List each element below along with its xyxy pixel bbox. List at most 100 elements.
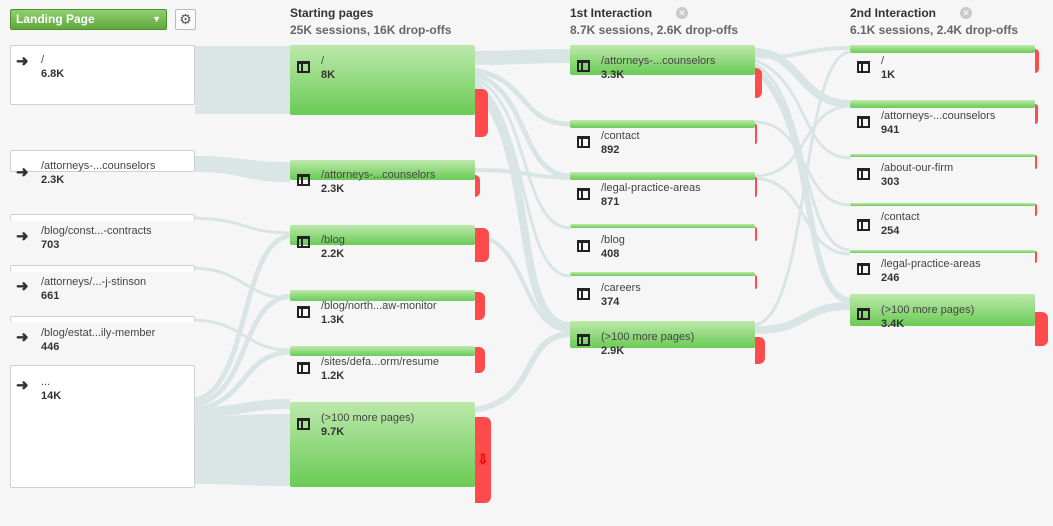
column-subtitle: 8.7K sessions, 2.6K drop-offs (570, 23, 739, 37)
first-interaction-node[interactable]: (>100 more pages) 2.9K (570, 321, 755, 357)
node-bar (290, 346, 475, 356)
flow-path (471, 81, 571, 330)
drop-off-indicator[interactable] (1035, 104, 1038, 124)
page-icon (577, 188, 590, 200)
drop-off-indicator[interactable] (475, 292, 485, 320)
flow-path (753, 104, 851, 178)
starting-page-node[interactable]: /blog 2.2K (290, 225, 475, 260)
landing-node[interactable]: ➜ /attorneys/...-j-stinson 661 (10, 265, 195, 302)
settings-button[interactable]: ⚙ (175, 9, 196, 30)
page-icon (577, 60, 590, 72)
drop-off-indicator[interactable] (475, 417, 491, 503)
drop-off-indicator[interactable] (1035, 204, 1037, 216)
column-header-starting: Starting pages 25K sessions, 16K drop-of… (290, 6, 451, 37)
entrance-arrow-icon: ➜ (16, 53, 29, 70)
node-value: 1.2K (321, 370, 345, 382)
starting-page-node[interactable]: /attorneys-...counselors 2.3K (290, 160, 475, 195)
flow-path (753, 46, 851, 59)
second-interaction-node[interactable]: /about-our-firm 303 (850, 154, 1035, 188)
starting-page-node[interactable]: /sites/defa...orm/resume 1.2K (290, 346, 475, 382)
entrance-arrow-icon: ➜ (16, 228, 29, 245)
starting-page-node[interactable]: (>100 more pages) 9.7K (290, 402, 475, 487)
second-interaction-node[interactable]: /legal-practice-areas 246 (850, 250, 1035, 284)
drop-off-indicator[interactable] (1035, 251, 1037, 263)
first-interaction-node[interactable]: /careers 374 (570, 272, 755, 308)
flow-path (473, 331, 571, 413)
node-name: /contact (881, 211, 920, 223)
remove-step-button[interactable]: ✕ (676, 7, 688, 19)
node-name: /attorneys/...-j-stinson (41, 276, 147, 288)
first-interaction-node[interactable]: /attorneys-...counselors 3.3K (570, 45, 755, 81)
starting-page-node[interactable]: /blog/north...aw-monitor 1.3K (290, 290, 475, 326)
node-value: 703 (41, 239, 60, 251)
landing-node[interactable]: ➜ ... 14K (10, 365, 195, 488)
drop-off-indicator[interactable] (755, 177, 757, 197)
flow-path (473, 233, 571, 332)
node-value: 3.4K (881, 318, 905, 330)
node-value: 9.7K (321, 426, 345, 438)
page-icon (577, 240, 590, 252)
page-icon (577, 136, 590, 148)
flow-path (753, 120, 851, 207)
node-name: /legal-practice-areas (881, 258, 981, 270)
entrance-arrow-icon: ➜ (16, 164, 29, 181)
first-interaction-node[interactable]: /contact 892 (570, 120, 755, 156)
node-name: / (881, 55, 885, 67)
flow-path (194, 399, 291, 417)
node-name: /attorneys-...counselors (601, 55, 716, 67)
column-title: 2nd Interaction (850, 6, 937, 20)
drop-off-indicator[interactable] (475, 228, 489, 262)
node-value: 446 (41, 341, 60, 353)
drop-off-indicator[interactable] (475, 175, 480, 197)
landing-node[interactable]: ➜ /attorneys-...counselors 2.3K (10, 150, 195, 186)
node-value: 2.3K (321, 183, 345, 195)
flow-path (194, 216, 291, 235)
flow-path (473, 71, 571, 179)
flow-path (194, 318, 291, 352)
drop-off-indicator[interactable] (755, 227, 757, 241)
second-interaction-node[interactable]: /contact 254 (850, 203, 1035, 237)
node-name: /about-our-firm (881, 162, 954, 174)
node-name: /legal-practice-areas (601, 182, 701, 194)
landing-node[interactable]: ➜ /blog/const...-contracts 703 (10, 214, 195, 251)
flow-path (195, 414, 290, 486)
remove-step-button[interactable]: ✕ (960, 7, 972, 19)
node-value: 2.3K (41, 174, 65, 186)
first-interaction-node[interactable]: /blog 408 (570, 224, 755, 260)
second-interaction-node[interactable]: /attorneys-...counselors 941 (850, 100, 1035, 136)
node-value: 8K (321, 69, 336, 81)
drop-off-indicator[interactable] (475, 347, 485, 373)
landing-node[interactable]: ➜ / 6.8K (10, 45, 195, 105)
drop-off-indicator[interactable] (755, 337, 765, 364)
second-interaction-node[interactable]: / 1K (850, 45, 1035, 81)
node-name: /blog/estat...ily-member (41, 327, 156, 339)
drop-off-indicator[interactable] (1035, 312, 1048, 346)
page-icon (577, 288, 590, 300)
node-bar (850, 250, 1035, 253)
landing-node[interactable]: ➜ /blog/estat...ily-member 446 (10, 316, 195, 353)
drop-off-indicator[interactable] (755, 68, 762, 98)
node-value: 1K (881, 69, 896, 81)
node-name: /attorneys-...counselors (881, 110, 996, 122)
node-name: / (321, 55, 325, 67)
first-interaction-node[interactable]: /legal-practice-areas 871 (570, 172, 755, 208)
drop-off-indicator[interactable] (755, 275, 757, 289)
page-icon (857, 168, 870, 180)
second-interaction-node[interactable]: (>100 more pages) 3.4K (850, 294, 1035, 330)
drop-off-indicator[interactable] (475, 89, 488, 137)
node-bar (570, 321, 755, 348)
column-subtitle: 6.1K sessions, 2.4K drop-offs (850, 23, 1019, 37)
drop-off-indicator[interactable] (1035, 155, 1037, 169)
node-name: (>100 more pages) (881, 304, 975, 316)
flow-path (194, 266, 291, 300)
node-bar (290, 402, 475, 487)
entrance-arrow-icon: ➜ (16, 329, 29, 346)
flow-path (473, 78, 571, 278)
drop-off-indicator[interactable] (755, 124, 757, 144)
flow-path (473, 76, 571, 230)
starting-page-node[interactable]: / 8K (290, 45, 475, 115)
dimension-dropdown[interactable]: Landing Page ▼ (10, 9, 167, 30)
node-name: (>100 more pages) (601, 331, 695, 343)
drop-off-indicator[interactable] (1035, 49, 1039, 73)
node-bar (570, 224, 755, 228)
